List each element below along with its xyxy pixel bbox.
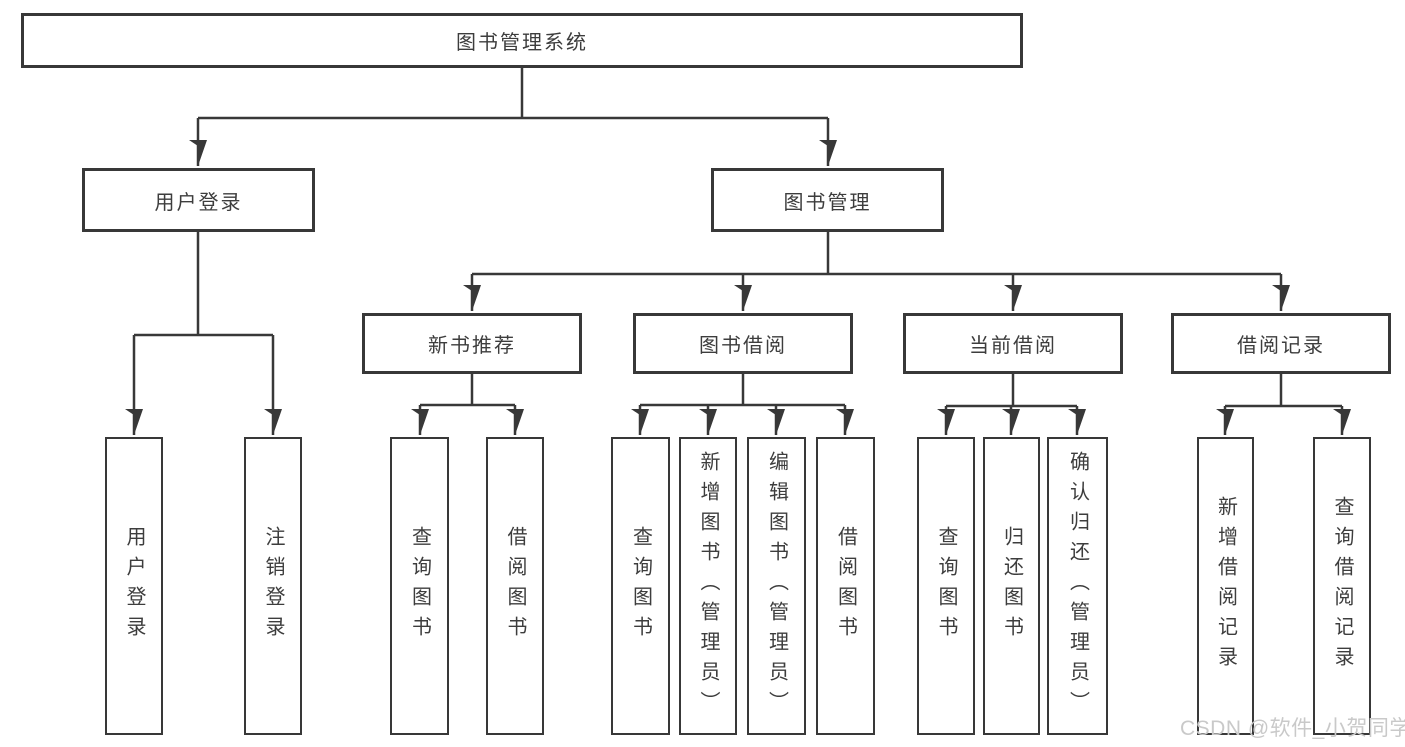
leaf-return-book: 归还图书 xyxy=(983,437,1040,735)
leaf-query-book-1: 查询图书 xyxy=(390,437,449,735)
node-root-system: 图书管理系统 xyxy=(21,13,1023,68)
leaf-query-book-2-label: 查询图书 xyxy=(629,526,652,646)
node-borrow-records-label: 借阅记录 xyxy=(1237,335,1325,357)
node-book-borrow: 图书借阅 xyxy=(633,313,853,374)
node-user-login-label: 用户登录 xyxy=(154,191,243,214)
leaf-query-borrow-record: 查询借阅记录 xyxy=(1313,437,1371,735)
leaf-return-book-label: 归还图书 xyxy=(1000,526,1023,646)
leaf-confirm-return-admin: 确认归还（管理员） xyxy=(1047,437,1108,735)
leaf-user-login: 用户登录 xyxy=(105,437,163,735)
leaf-add-borrow-record: 新增借阅记录 xyxy=(1197,437,1254,735)
leaf-borrow-book-2-label: 借阅图书 xyxy=(834,526,857,646)
node-borrow-records: 借阅记录 xyxy=(1171,313,1391,374)
node-current-borrow-label: 当前借阅 xyxy=(969,335,1057,357)
csdn-watermark: CSDN @软件_小贺同学 xyxy=(1180,717,1405,740)
leaf-query-borrow-record-label: 查询借阅记录 xyxy=(1331,496,1353,676)
node-book-borrow-label: 图书借阅 xyxy=(699,335,787,357)
leaf-confirm-return-admin-label: 确认归还（管理员） xyxy=(1066,451,1089,721)
leaf-query-book-3-label: 查询图书 xyxy=(935,526,957,646)
node-current-borrow: 当前借阅 xyxy=(903,313,1123,374)
leaf-query-book-2: 查询图书 xyxy=(611,437,670,735)
leaf-query-book-3: 查询图书 xyxy=(917,437,975,735)
leaf-query-book-1-label: 查询图书 xyxy=(408,526,431,646)
leaf-logout: 注销登录 xyxy=(244,437,302,735)
node-user-login: 用户登录 xyxy=(82,168,315,232)
leaf-borrow-book-2: 借阅图书 xyxy=(816,437,875,735)
node-book-management-label: 图书管理 xyxy=(783,191,872,214)
node-new-book-recommend-label: 新书推荐 xyxy=(428,335,516,357)
node-new-book-recommend: 新书推荐 xyxy=(362,313,582,374)
leaf-borrow-book-1: 借阅图书 xyxy=(486,437,544,735)
leaf-add-book-admin: 新增图书（管理员） xyxy=(679,437,737,735)
node-book-management: 图书管理 xyxy=(711,168,944,232)
leaf-add-book-admin-label: 新增图书（管理员） xyxy=(697,451,719,721)
leaf-logout-label: 注销登录 xyxy=(262,526,284,646)
node-root-system-label: 图书管理系统 xyxy=(456,32,588,54)
leaf-edit-book-admin-label: 编辑图书（管理员） xyxy=(765,451,788,721)
leaf-add-borrow-record-label: 新增借阅记录 xyxy=(1214,496,1237,676)
leaf-borrow-book-1-label: 借阅图书 xyxy=(504,526,526,646)
leaf-user-login-label: 用户登录 xyxy=(123,526,145,646)
leaf-edit-book-admin: 编辑图书（管理员） xyxy=(747,437,806,735)
